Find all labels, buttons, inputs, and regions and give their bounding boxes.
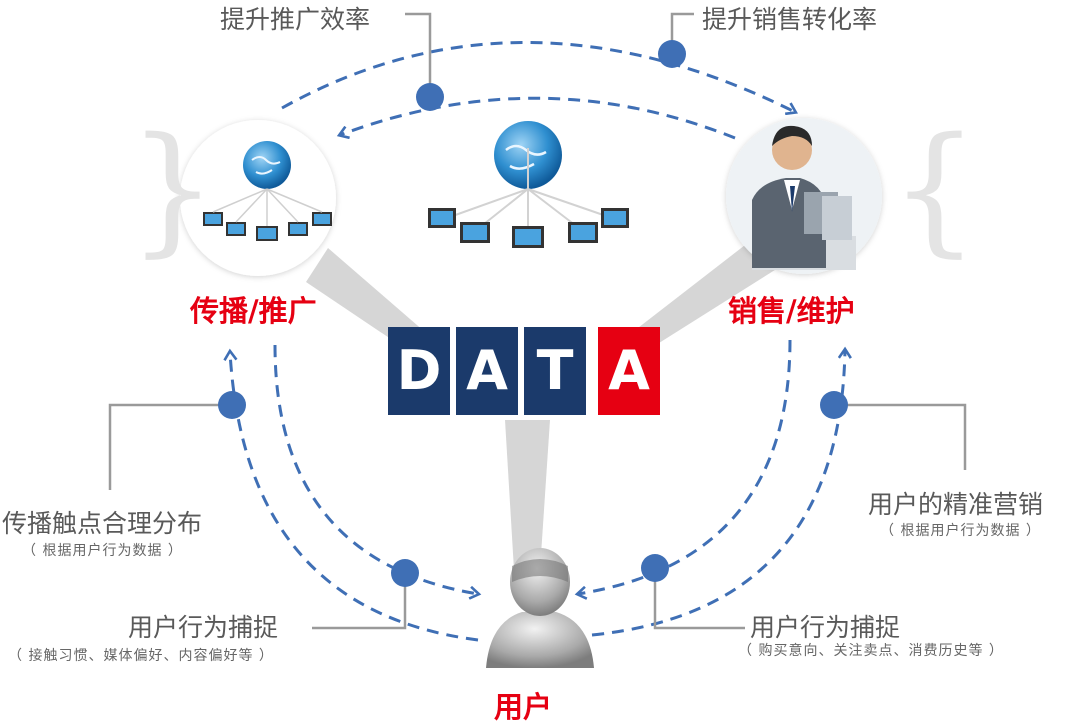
annotation-bottom-left-title: 用户行为捕捉 <box>128 613 279 642</box>
arrow-left-outer <box>230 352 479 642</box>
node-right-image <box>726 118 882 274</box>
globe-network-icon <box>203 141 332 241</box>
annotation-bottom-right-title: 用户行为捕捉 <box>750 613 901 642</box>
user-silhouette-icon <box>486 548 594 668</box>
arrow-left-inner <box>273 344 478 594</box>
center-globe-network-icon <box>428 121 629 248</box>
annotation-top-right-title: 提升销售转化率 <box>702 5 878 34</box>
node-left-label: 传播/推广 <box>190 294 317 328</box>
flow-dots <box>218 40 848 587</box>
arrow-top-inner <box>340 96 736 140</box>
data-tile-t: T <box>524 327 586 415</box>
data-tile-a2: A <box>598 327 660 415</box>
annotation-left-note: （ 根据用户行为数据 ） <box>22 543 183 559</box>
brace-left-decoration: } <box>128 108 218 271</box>
node-right-label: 销售/维护 <box>728 294 855 328</box>
arrow-top-outer <box>281 41 795 112</box>
data-tile-d: D <box>388 327 450 415</box>
annotation-bottom-right-note: （ 购买意向、关注卖点、消费历史等 ） <box>738 643 1004 659</box>
annotation-bottom-left-note: （ 接触习惯、媒体偏好、内容偏好等 ） <box>8 648 274 664</box>
annotation-top-left-title: 提升推广效率 <box>220 5 371 34</box>
arrow-right-inner <box>578 339 792 594</box>
annotation-left-title: 传播触点合理分布 <box>2 509 203 538</box>
salesperson-photo <box>752 125 856 270</box>
node-bottom-label: 用户 <box>494 690 553 724</box>
data-tile-a1: A <box>456 327 518 415</box>
annotation-right-note: （ 根据用户行为数据 ） <box>880 523 1041 539</box>
brace-right-decoration: { <box>890 108 980 271</box>
annotation-right-title: 用户的精准营销 <box>868 490 1044 519</box>
node-left-image <box>180 120 336 276</box>
